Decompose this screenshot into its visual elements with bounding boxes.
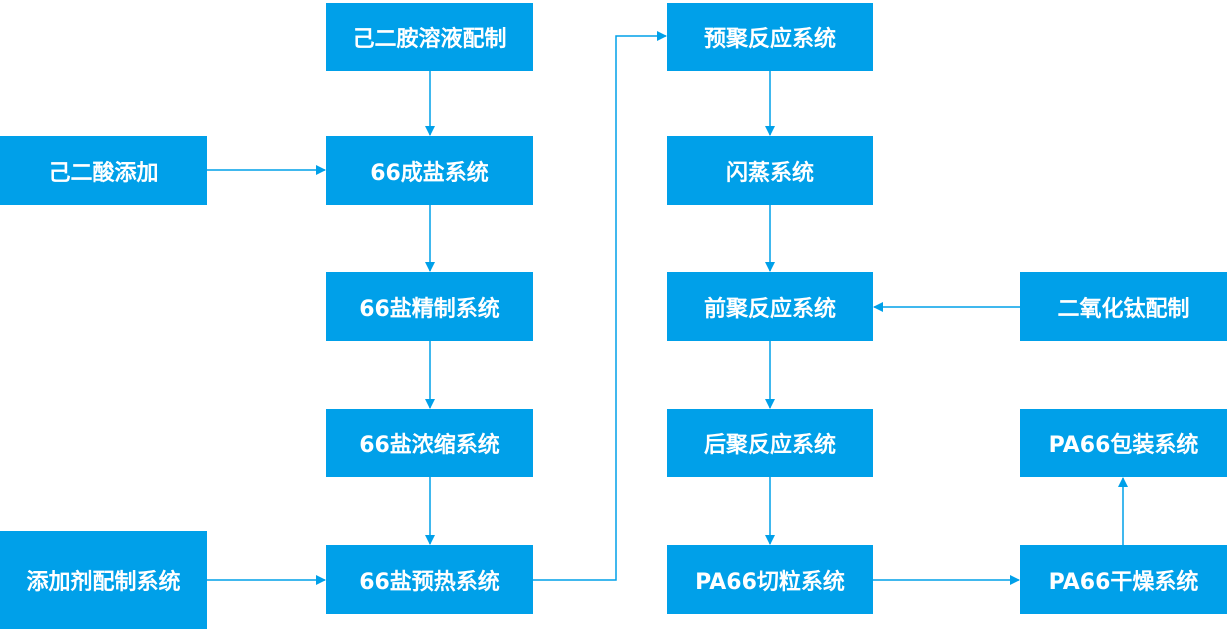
node-front-polymerization: 前聚反应系统 xyxy=(667,272,873,341)
node-66-salt-preheating: 66盐预热系统 xyxy=(326,545,533,614)
node-flash-evaporation: 闪蒸系统 xyxy=(667,136,873,205)
node-titanium-dioxide-prep: 二氧化钛配制 xyxy=(1020,272,1227,341)
node-pa66-pelletizing: PA66切粒系统 xyxy=(667,545,873,614)
node-post-polymerization: 后聚反应系统 xyxy=(667,409,873,477)
node-additive-prep: 添加剂配制系统 xyxy=(0,531,207,629)
node-hexamethylenediamine-solution-prep: 己二胺溶液配制 xyxy=(326,3,533,71)
node-adipic-acid-addition: 己二酸添加 xyxy=(0,136,207,205)
node-pa66-drying: PA66干燥系统 xyxy=(1020,545,1227,614)
node-66-salt-formation: 66成盐系统 xyxy=(326,136,533,205)
node-prepolymerization: 预聚反应系统 xyxy=(667,3,873,71)
node-66-salt-concentration: 66盐浓缩系统 xyxy=(326,409,533,477)
arrow-yure-to-yuju xyxy=(533,31,667,581)
node-66-salt-refining: 66盐精制系统 xyxy=(326,272,533,341)
node-pa66-packaging: PA66包装系统 xyxy=(1020,409,1227,477)
